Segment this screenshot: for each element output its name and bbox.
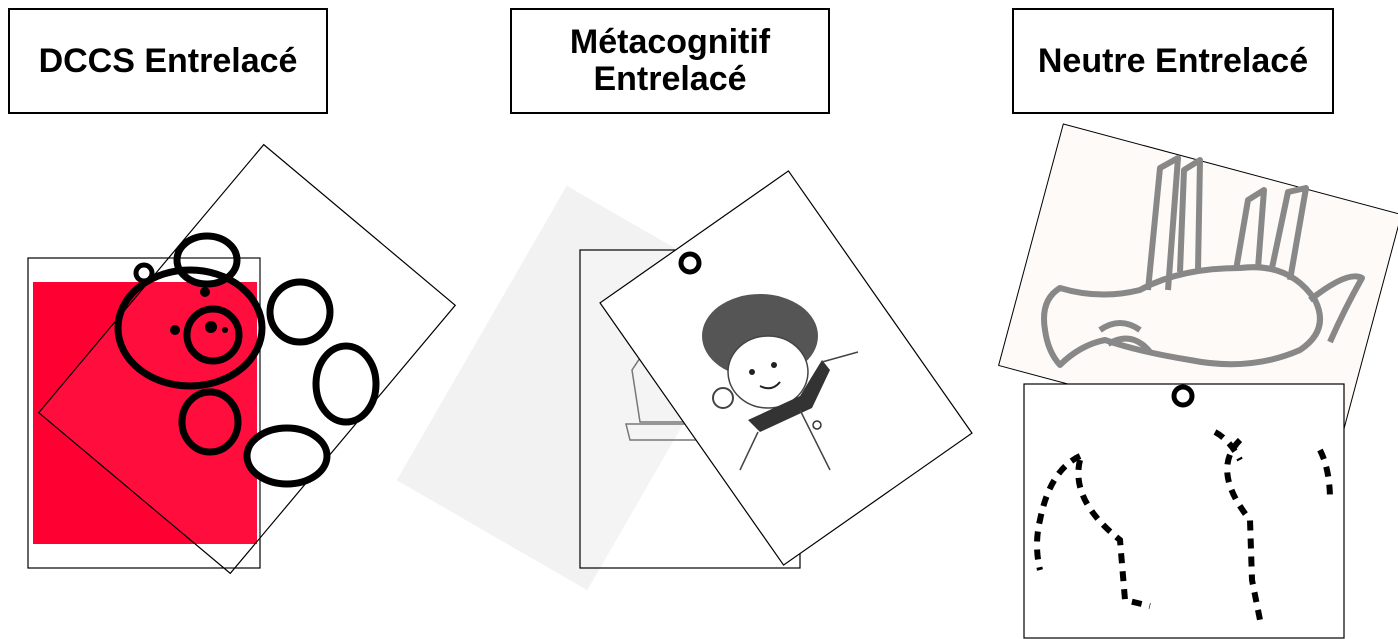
hole-punch-icon [133, 262, 155, 284]
title-box-dccs: DCCS Entrelacé [8, 8, 328, 114]
title-box-metacognitive: Métacognitif Entrelacé [510, 8, 830, 114]
hole-punch-icon [1171, 384, 1195, 408]
title-box-neutral: Neutre Entrelacé [1012, 8, 1334, 114]
boy-drawing-icon [702, 294, 859, 471]
neutral-panel [997, 123, 1398, 639]
metacognitive-panel [396, 170, 973, 591]
bear-face [170, 287, 228, 335]
title-metacognitive-line2: Entrelacé [593, 60, 747, 98]
red-fill [33, 282, 257, 544]
horse-drawing-icon [1041, 155, 1365, 368]
title-metacognitive-line1: Métacognitif [569, 23, 771, 61]
broken-horse-card [1023, 383, 1345, 639]
teddy-bear-icon [114, 232, 380, 488]
dccs-panel [27, 143, 457, 575]
title-neutral: Neutre Entrelacé [1037, 41, 1309, 80]
broken-horse-lines [1034, 429, 1333, 621]
hole-punch-icon [678, 251, 702, 275]
title-dccs: DCCS Entrelacé [38, 41, 298, 80]
